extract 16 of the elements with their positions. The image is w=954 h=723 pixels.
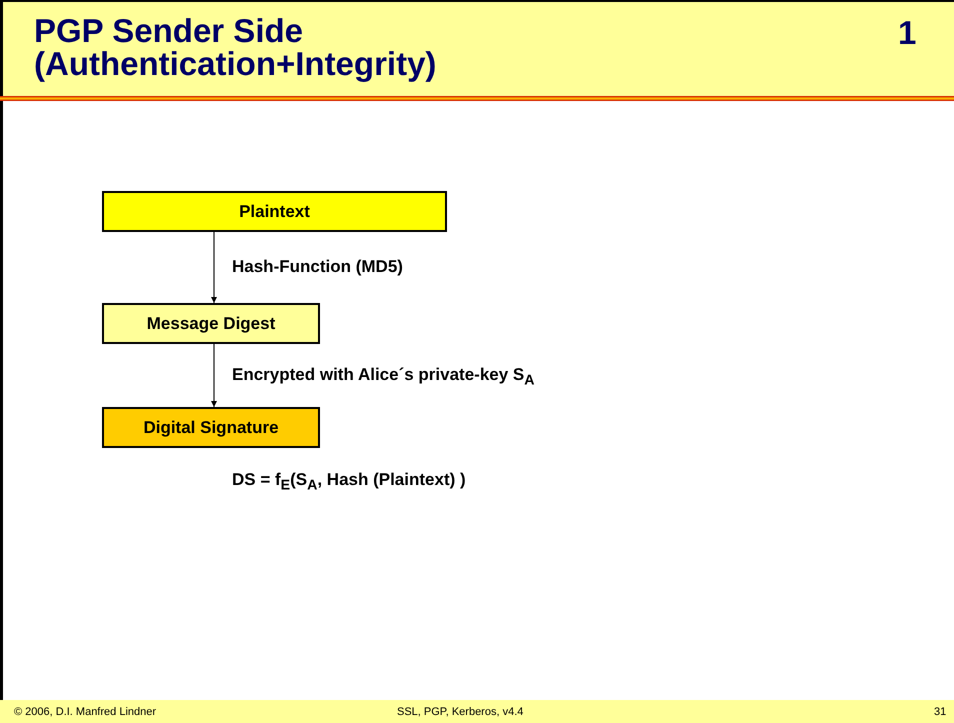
edge-label: Hash-Function (MD5): [232, 256, 403, 276]
arrow: [211, 344, 217, 408]
box-text: Message Digest: [146, 314, 276, 334]
footer-text: SSL, PGP, Kerberos, v4.4: [397, 706, 524, 718]
slide-number: 1: [898, 14, 916, 52]
formula: DS = f$_{E}$(S$_{A}$, Hash (Plaintext) ): [232, 470, 466, 494]
edge-label: Encrypted with Alice´s private-key S$_{A}$: [232, 364, 534, 388]
box-text: Digital Signature: [143, 418, 279, 438]
process-box: [102, 407, 320, 448]
process-box: [102, 303, 320, 344]
footer-text: © 2006, D.I. Manfred Lindner: [14, 706, 156, 718]
page-number: 31: [934, 706, 946, 718]
slide-title: PGP Sender Side (Authentication+Integrity): [34, 14, 438, 80]
box-text: Plaintext: [239, 202, 310, 222]
process-box: [102, 191, 447, 232]
arrow: [211, 232, 217, 304]
